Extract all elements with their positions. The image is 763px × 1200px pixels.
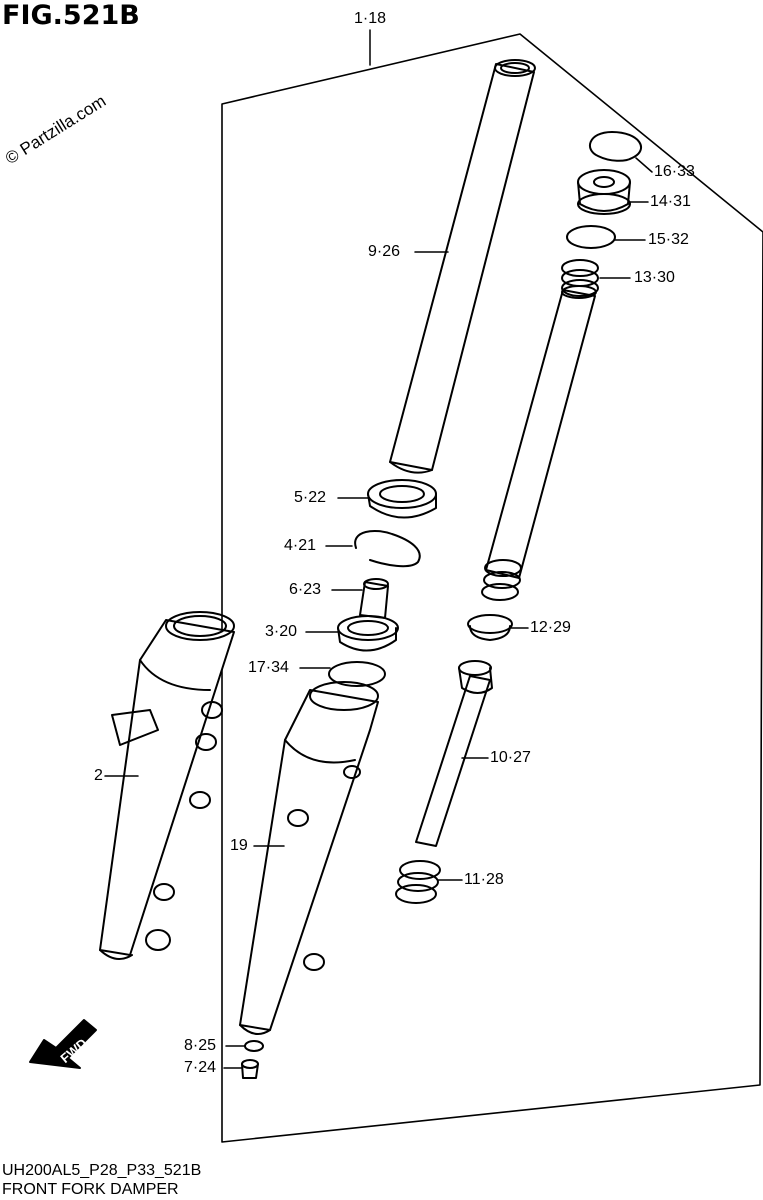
fwd-label: FWD [57, 1035, 89, 1066]
callout-8[interactable]: 8·25 [184, 1037, 217, 1054]
model-code: UH200AL5_P28_P33_521B [2, 1162, 202, 1179]
callout-6[interactable]: 6·23 [289, 581, 322, 598]
outer-tube-right-part [239, 681, 379, 1035]
callout-2[interactable]: 2 [94, 767, 103, 784]
spring-11-part [395, 860, 441, 904]
spring-13-part [561, 259, 599, 297]
callout-14[interactable]: 14·31 [650, 193, 691, 210]
callout-15[interactable]: 15·32 [648, 231, 689, 248]
callout-19[interactable]: 19 [230, 837, 248, 854]
leader-lines [104, 29, 653, 1069]
seat-12-part [467, 614, 513, 641]
cone-6-part [359, 578, 389, 619]
outer-tube-left-part [99, 611, 235, 960]
damper-rod-10-part [415, 660, 493, 847]
circlip-16-part [588, 131, 643, 162]
callout-5[interactable]: 5·22 [294, 489, 327, 506]
oring-15-part [566, 225, 616, 249]
callout-11[interactable]: 11·28 [464, 871, 504, 888]
damper-cylinder-part [485, 285, 597, 579]
oil-seal-5-part [367, 479, 437, 519]
figure-title: FIG.521B [2, 0, 140, 31]
fwd-arrow-icon [29, 1019, 97, 1069]
callout-3[interactable]: 3·20 [265, 623, 298, 640]
bolt-7-part [241, 1059, 259, 1079]
damper-spring-lower-part [481, 559, 522, 601]
callout-9[interactable]: 9·26 [368, 243, 401, 260]
callout-1[interactable]: 1·18 [354, 10, 387, 27]
callout-4[interactable]: 4·21 [284, 537, 317, 554]
inner-tube-part [389, 59, 536, 474]
callout-17[interactable]: 17·34 [248, 659, 289, 676]
diagram-name: FRONT FORK DAMPER [2, 1181, 179, 1198]
callout-7[interactable]: 7·24 [184, 1059, 217, 1076]
bushing-3-part [337, 615, 399, 652]
callout-13[interactable]: 13·30 [634, 269, 675, 286]
cap-14-part [577, 169, 631, 215]
callout-10[interactable]: 10·27 [490, 749, 531, 766]
callout-16[interactable]: 16·33 [654, 163, 695, 180]
callout-12[interactable]: 12·29 [530, 619, 571, 636]
stopper-ring-4-part [354, 530, 421, 568]
washer-8-part [244, 1040, 264, 1052]
fwd-label-container: FWD [57, 1035, 89, 1066]
ring-17-part [328, 661, 386, 687]
assembly-boundary [221, 33, 763, 1143]
